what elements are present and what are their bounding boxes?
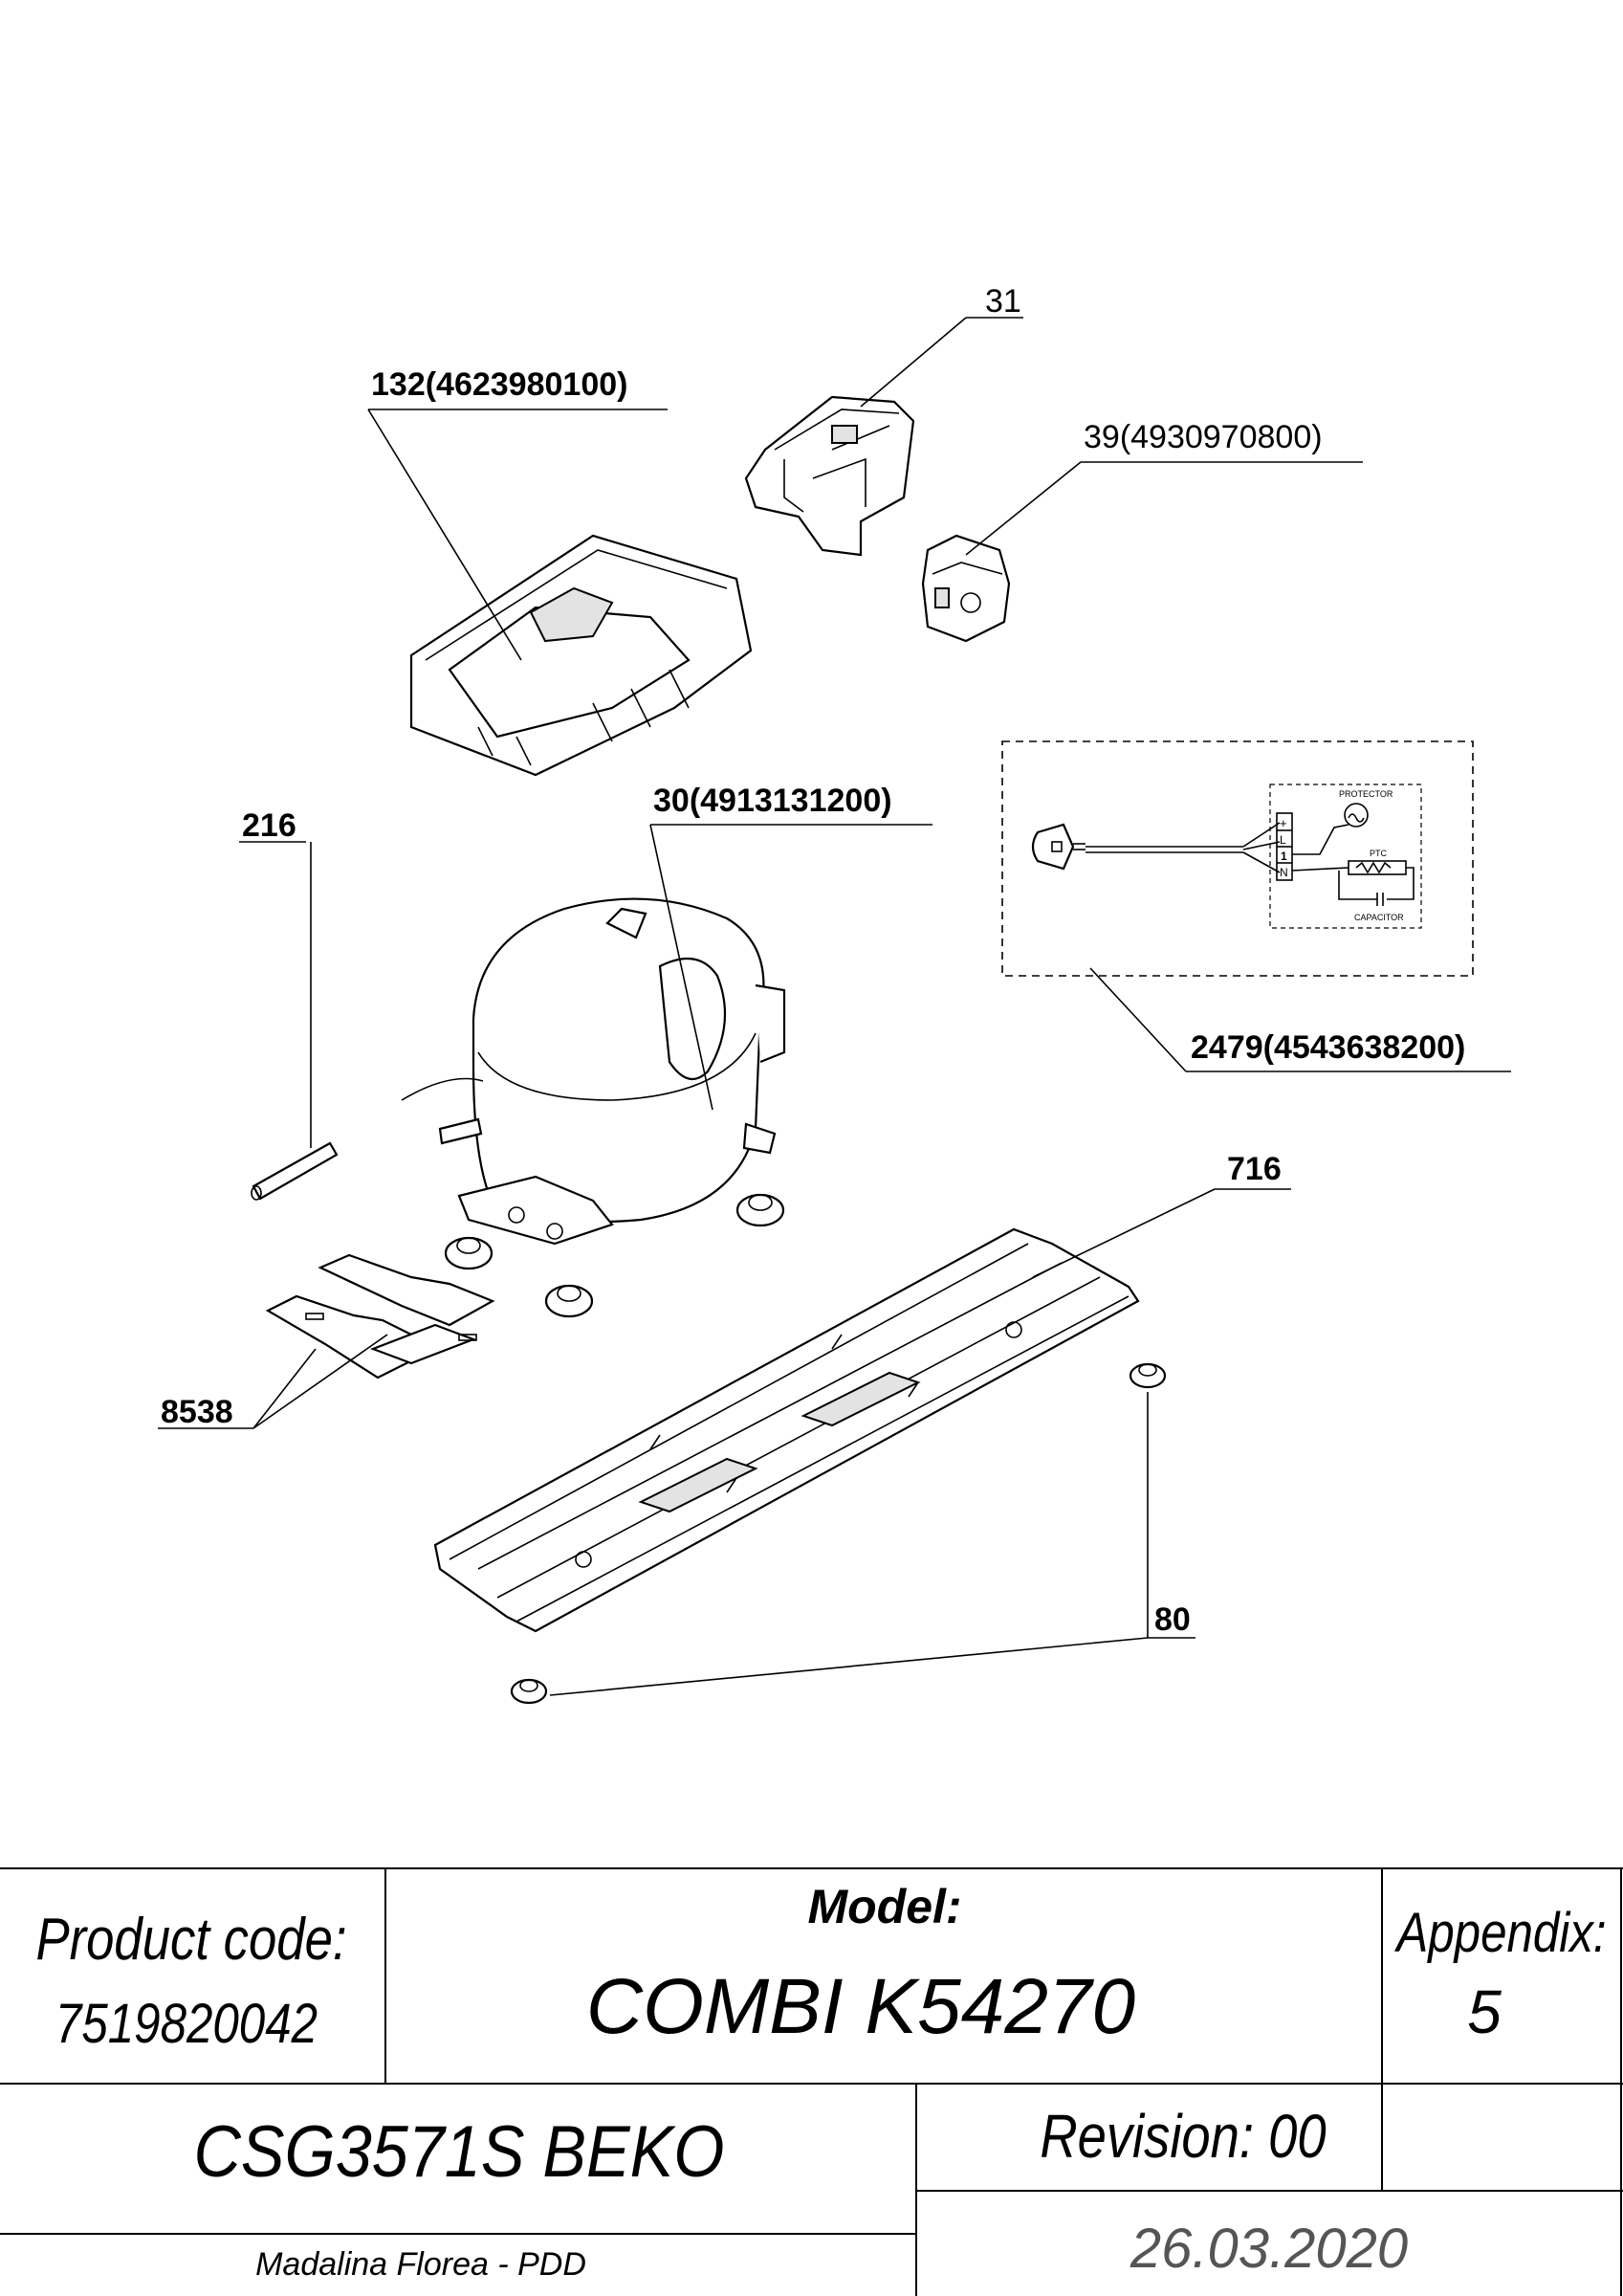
appendix-value: 5 (1467, 1977, 1502, 2046)
part-30-compressor (401, 897, 786, 1246)
part-216-pin (251, 1141, 339, 1201)
leader-8538-a (252, 1348, 317, 1429)
part-39-start-relay (921, 534, 1011, 643)
callout-31: 31 (985, 283, 1021, 320)
part-grommets (444, 1193, 785, 1318)
date: 26.03.2020 (1130, 2218, 1408, 2280)
author: Madalina Florea - PDD (255, 2246, 586, 2283)
leader-31-arrow (860, 317, 967, 408)
callout-2479: 2479(4543638200) (1191, 1029, 1465, 1066)
title-block (0, 1867, 1623, 2296)
callout-216: 216 (242, 807, 296, 844)
revision: Revision: 00 (1040, 2102, 1326, 2171)
callout-30: 30(4913131200) (653, 783, 892, 819)
callout-39: 39(4930970800) (1084, 419, 1323, 455)
leader-39-arrow (965, 461, 1082, 556)
leader-132-arrow (367, 408, 522, 661)
part-31-relay-cover (744, 395, 915, 557)
product-code-label: Product code: (35, 1907, 346, 1973)
callout-80: 80 (1154, 1601, 1191, 1638)
capacitor-label: CAPACITOR (1354, 913, 1404, 922)
terminal-l-label: L (1280, 833, 1286, 847)
model-value: COMBI K54270 (586, 1963, 1135, 2050)
model-label: Model: (807, 1880, 961, 1933)
product-code-value: 7519820042 (55, 1993, 318, 2055)
leader-2479-arrow (1089, 967, 1187, 1072)
callout-8538: 8538 (161, 1394, 233, 1430)
product-name: CSG3571S BEKO (194, 2112, 725, 2193)
callout-716: 716 (1227, 1151, 1282, 1187)
terminal-1-label: 1 (1281, 850, 1287, 863)
leader-716-arrow (1032, 1188, 1216, 1278)
part-716-base-rails (433, 1227, 1140, 1633)
callout-132: 132(4623980100) (371, 366, 627, 403)
leader-30-arrow (649, 824, 713, 1111)
leader-8538-b (252, 1334, 388, 1429)
part-2479-wiring-harness: + L 1 N PROTECTOR PTC CAPACITOR (1001, 740, 1474, 977)
ptc-label: PTC (1370, 849, 1388, 858)
appendix-label: Appendix: (1394, 1902, 1607, 1964)
part-80-bolts (510, 1362, 1167, 1705)
terminal-n-label: N (1280, 866, 1288, 879)
part-132-compressor-box (409, 534, 753, 777)
part-8538-plates (265, 1253, 495, 1380)
terminal-plus-label: + (1280, 816, 1287, 830)
protector-label: PROTECTOR (1339, 789, 1393, 799)
leader-80-c (549, 1637, 1149, 1696)
